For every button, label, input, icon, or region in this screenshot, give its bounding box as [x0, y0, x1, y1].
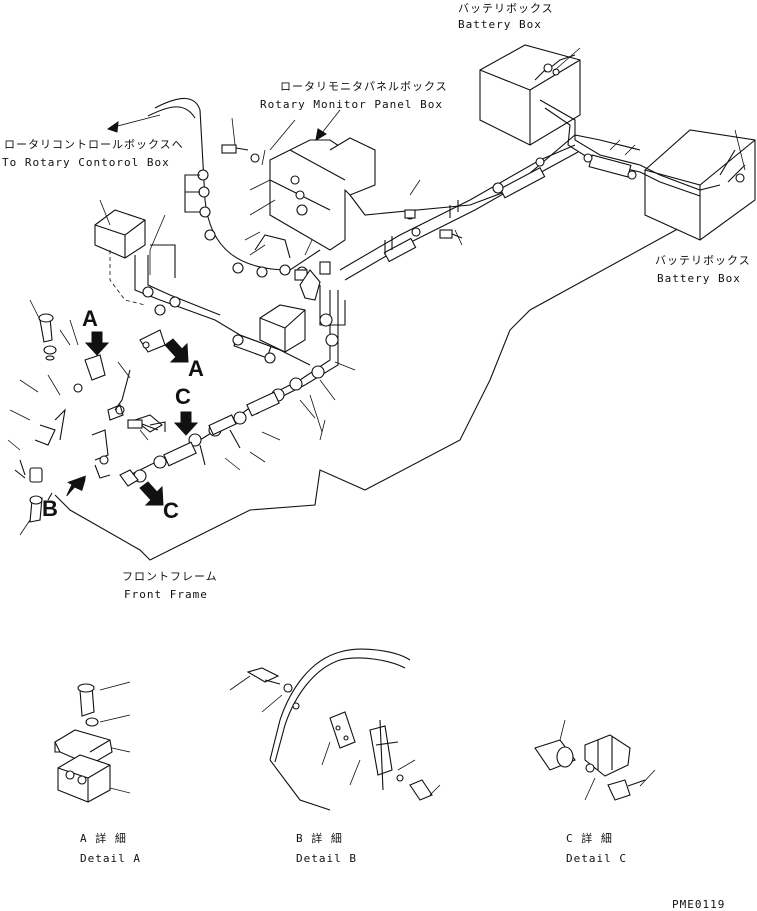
battery-box-top-en: Battery Box — [458, 18, 542, 31]
view-marker-a-top: A — [82, 306, 98, 331]
rotary-monitor-panel-box — [269, 137, 376, 251]
view-marker-a-right: A — [188, 356, 204, 381]
leader-lines — [7, 47, 746, 536]
drawing-code: PME0119 — [672, 898, 726, 911]
front-frame-label-jp: フロントフレーム — [122, 570, 218, 583]
detail-c-drawing — [534, 719, 656, 801]
battery-box-top-jp: バッテリボックス — [458, 2, 554, 15]
detail-a-title-jp: A 詳 細 — [80, 832, 127, 845]
view-marker-c-bottom: C — [163, 498, 179, 523]
rotary-monitor-label-en: Rotary Monitor Panel Box — [260, 98, 443, 111]
battery-box-right-en: Battery Box — [657, 272, 741, 285]
battery-box-right-jp: バッテリボックス — [655, 254, 751, 267]
battery-box-top — [479, 44, 581, 146]
detail-b-title-jp: B 詳 細 — [296, 832, 343, 845]
callout-arrows — [106, 109, 341, 141]
front-frame-label-en: Front Frame — [124, 588, 208, 601]
detail-c-title-jp: C 詳 細 — [566, 832, 613, 845]
left-parts — [14, 313, 166, 523]
detail-b-drawing — [229, 648, 441, 811]
battery-cables — [339, 99, 721, 281]
rotary-monitor-label-jp: ロータリモニタパネルボックス — [280, 80, 448, 93]
detail-c-title-en: Detail C — [566, 852, 627, 865]
detail-a-drawing — [54, 681, 131, 803]
battery-box-right — [644, 129, 756, 241]
detail-a-title-en: Detail A — [80, 852, 141, 865]
small-bolts — [127, 144, 463, 431]
view-marker-b: B — [42, 496, 58, 521]
view-marker-c-top: C — [175, 384, 191, 409]
detail-b-title-en: Detail B — [296, 852, 357, 865]
rotary-control-label-jp: ロータリコントロールボックスへ — [4, 138, 184, 151]
front-harness — [129, 269, 346, 483]
rotary-control-label-en: To Rotary Contorol Box — [2, 156, 170, 169]
left-harness — [94, 209, 311, 366]
view-arrows — [66, 331, 199, 506]
rotary-control-harness — [147, 97, 331, 281]
